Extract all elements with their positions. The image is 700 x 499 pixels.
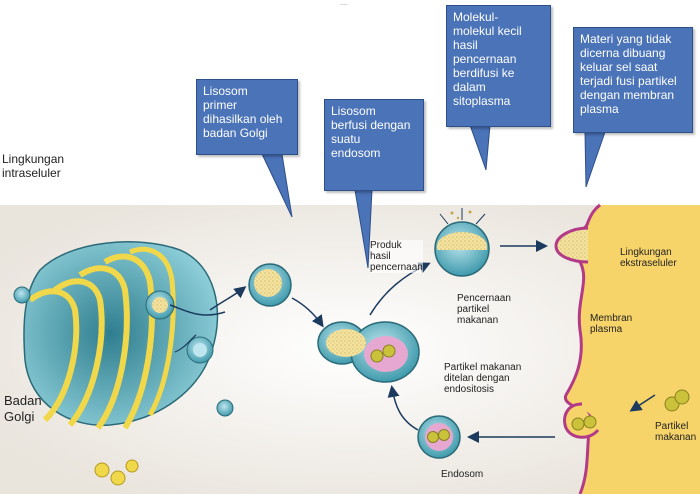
fused-lysosome-endosome: [317, 321, 420, 383]
callout-pointers: [261, 124, 606, 269]
digesting-lysosome: [434, 208, 490, 277]
endosome: [417, 415, 461, 459]
exocytosis-vesicle: [554, 226, 589, 264]
label-endosom: Endosom: [441, 469, 484, 480]
primary-lysosome: [248, 263, 292, 307]
label-lingkungan-intraseluler: Lingkungan intraseluler: [2, 152, 65, 180]
label-produk-hasil: Produk hasil pencernaan: [370, 240, 423, 273]
golgi-vesicle: [216, 399, 234, 417]
label-lingkungan-ekstraseluler: Lingkungan ekstraseluler: [620, 247, 677, 269]
label-badan-golgi: Badan Golgi: [4, 393, 42, 424]
particle: [674, 389, 690, 405]
arrow-endosome-to-fusion: [387, 385, 419, 431]
particle: [583, 415, 597, 429]
arrow-lysosome-to-fusion: [291, 297, 324, 328]
callout-lisosom-primer: Lisosom primer dihasilkan oleh badan Gol…: [196, 79, 298, 155]
label-partikel-makanan: Partikel makanan: [655, 421, 697, 443]
golgi-apparatus: [23, 241, 226, 430]
label-membran-plasma: Membran plasma: [590, 313, 633, 335]
callout-lisosom-berfusi: Lisosom berfusi dengan suatu endosom: [324, 99, 424, 191]
label-pencernaan-partikel: Pencernaan partikel makanan: [457, 293, 511, 326]
top-mark: ....: [340, 0, 348, 7]
golgi-vesicle: [13, 286, 31, 304]
arrow-golgi-to-lysosome: [209, 286, 247, 311]
callout-molekul-kecil: Molekul- molekul kecil hasil pencernaan …: [446, 5, 551, 127]
golgi-vesicle: [94, 462, 110, 478]
arrow-particle-inward: [629, 394, 656, 412]
golgi-vesicle: [110, 470, 126, 486]
golgi-vesicle: [125, 459, 139, 473]
label-partikel-ditelan: Partikel makanan ditelan dengan endosito…: [444, 362, 522, 395]
callout-materi: Materi yang tidak dicerna dibuang keluar…: [573, 27, 693, 133]
particle: [571, 417, 585, 431]
